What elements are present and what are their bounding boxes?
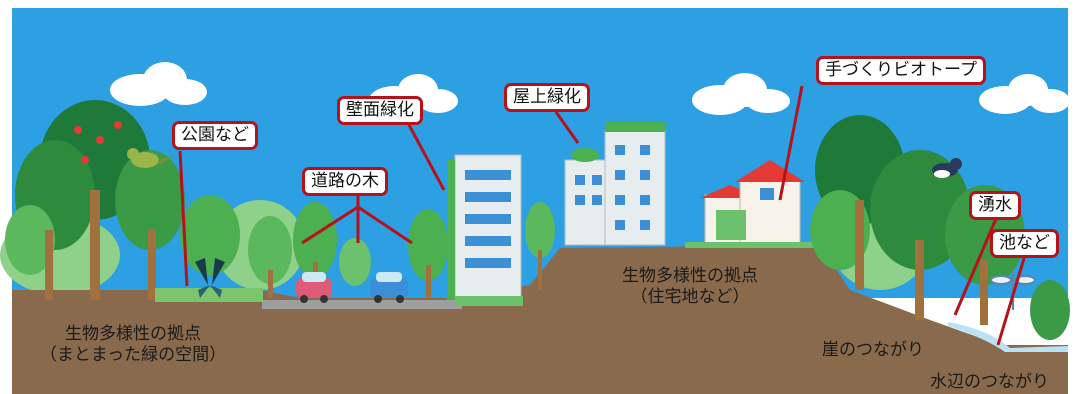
water-stream — [948, 322, 1068, 352]
hub-green-line2: （まとまった緑の空間） — [39, 345, 227, 366]
ground-soil — [12, 245, 1068, 394]
leader-lines — [178, 85, 1027, 346]
callout-handmade-biotope: 手づくりビオトープ — [816, 56, 986, 85]
hub-green-line1: 生物多様性の拠点 — [65, 324, 201, 344]
bird-icon — [932, 158, 962, 178]
callout-street-trees: 道路の木 — [302, 167, 388, 196]
road — [262, 300, 462, 309]
office-building — [447, 154, 523, 306]
callout-ponds: 池など — [990, 229, 1059, 258]
hub-green-space-text: 生物多様性の拠点 （まとまった緑の空間） — [18, 324, 248, 367]
waterside-link-text: 水辺のつながり — [930, 372, 1049, 392]
car-icon — [296, 272, 332, 303]
cloud-icon — [692, 73, 790, 115]
forest-left — [5, 100, 240, 300]
callout-park: 公園など — [172, 121, 258, 150]
hub-residential-line1: 生物多様性の拠点 — [622, 266, 758, 286]
hub-residential-text: 生物多様性の拠点 （住宅地など） — [600, 266, 780, 309]
street-trees — [248, 202, 448, 298]
car-icon — [370, 272, 408, 303]
callout-wall-greening: 壁面緑化 — [337, 96, 423, 125]
cloud-icon — [979, 74, 1070, 114]
callout-spring-water: 湧水 — [969, 191, 1021, 220]
cliff-link-text: 崖のつながり — [822, 340, 924, 360]
butterfly-icon — [195, 258, 225, 298]
bird-icon — [127, 148, 175, 168]
cloud-icon — [110, 62, 207, 106]
apartment-building — [564, 122, 666, 246]
hub-residential-line2: （住宅地など） — [630, 287, 750, 308]
house — [685, 160, 825, 248]
callout-roof-greening: 屋上緑化 — [504, 83, 590, 112]
park-grass — [155, 288, 263, 302]
